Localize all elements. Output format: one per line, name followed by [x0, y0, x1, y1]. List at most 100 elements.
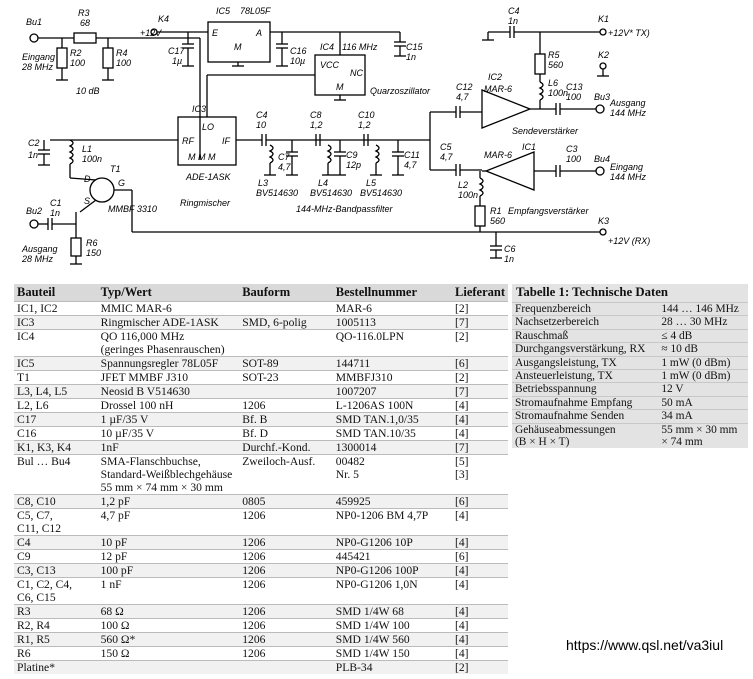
- lbl-eingang28: Eingang: [22, 52, 55, 62]
- lbl-nc: NC: [350, 68, 363, 78]
- cell-bauteil: R1, R5: [14, 632, 98, 647]
- lbl-l3v: BV514630: [256, 188, 298, 198]
- lbl-r2: R2: [70, 48, 82, 58]
- tech-key: Frequenzbereich: [512, 301, 659, 316]
- lbl-c15: C15: [406, 42, 424, 52]
- cell-bauform: SMD, 6-polig: [239, 315, 333, 330]
- col-bauteil: Bauteil: [14, 284, 98, 302]
- cell-typ: 150 Ω: [97, 646, 240, 661]
- lbl-ic4: IC4: [320, 42, 334, 52]
- cell-lieferant: [6]: [452, 494, 508, 509]
- lbl-ausgang28: Ausgang: [21, 244, 58, 254]
- cell-bauform: 1206: [239, 508, 333, 536]
- lbl-c10: C10: [358, 110, 375, 120]
- tech-key: Gehäuseabmessungen(B × H × T): [512, 422, 659, 449]
- cell-bestellnummer: SMD TAN.1,0/35: [332, 412, 453, 427]
- lbl-r1v: 560: [490, 216, 505, 226]
- tech-row: Gehäuseabmessungen(B × H × T)55 mm × 30 …: [512, 422, 748, 449]
- lbl-r3v: 68: [80, 18, 90, 28]
- cell-bauform: [239, 384, 333, 399]
- source-url: https://www.qsl.net/va3iul: [566, 637, 724, 653]
- cell-bestellnummer: SMD 1/4W 150: [332, 646, 453, 661]
- lbl-ade: ADE-1ASK: [185, 172, 232, 182]
- cell-bauteil: K1, K3, K4: [14, 440, 98, 455]
- cell-typ: 10 pF: [97, 535, 240, 550]
- lbl-a: A: [255, 28, 262, 38]
- cell-bauform: [239, 301, 333, 316]
- cell-bestellnummer: NP0-G1206 10P: [332, 535, 453, 550]
- lbl-s: S: [84, 196, 90, 206]
- lbl-e: E: [212, 28, 219, 38]
- lbl-c5v: 4,7: [440, 152, 454, 162]
- lbl-c3: C3: [566, 144, 578, 154]
- cell-typ: Neosid B V514630: [97, 384, 240, 399]
- lbl-ausgang144: Ausgang: [609, 98, 646, 108]
- tech-key: Stromaufnahme Empfang: [512, 395, 659, 410]
- lbl-c9: C9: [346, 150, 358, 160]
- lbl-r4v: 100: [116, 58, 131, 68]
- lbl-l4: L4: [318, 178, 328, 188]
- lbl-c11: C11: [404, 150, 420, 160]
- lbl-c2: C2: [28, 138, 40, 148]
- cell-bestellnummer: SMD 1/4W 560: [332, 632, 453, 647]
- cell-bauteil: L2, L6: [14, 398, 98, 413]
- tech-value: ≈ 10 dB: [658, 342, 748, 357]
- cell-bestellnummer: 1300014: [332, 440, 453, 455]
- cell-lieferant: [6]: [452, 549, 508, 564]
- lbl-r6v: 150: [86, 248, 101, 258]
- lbl-c17: C17: [168, 46, 186, 56]
- lbl-ic2: IC2: [488, 72, 502, 82]
- tech-key: Durchgangsverstärkung, RX: [512, 342, 659, 357]
- lbl-t1: T1: [110, 164, 121, 174]
- cell-typ: JFET MMBF J310: [97, 370, 240, 385]
- cell-bauteil: IC5: [14, 356, 98, 371]
- tech-value: 55 mm × 30 mm× 74 mm: [658, 422, 748, 449]
- lbl-eingang144: Eingang: [610, 162, 643, 172]
- tech-value: 50 mA: [658, 395, 748, 410]
- lbl-ic4f: 116 MHz: [342, 42, 378, 52]
- cell-typ: Drossel 100 nH: [97, 398, 240, 413]
- lbl-c13v: 100: [566, 92, 581, 102]
- cell-lieferant: [7]: [452, 440, 508, 455]
- cell-lieferant: [4]: [452, 398, 508, 413]
- cell-bauteil: C17: [14, 412, 98, 427]
- cell-lieferant: [4]: [452, 604, 508, 619]
- cell-typ: 560 Ω*: [97, 632, 240, 647]
- tech-key: Stromaufnahme Senden: [512, 409, 659, 424]
- tech-value: 12 V: [658, 382, 748, 397]
- cell-bauteil: C9: [14, 549, 98, 564]
- lbl-c15v: 1n: [406, 52, 416, 62]
- lbl-c4v: 10: [256, 120, 266, 130]
- lbl-l1v: 100n: [82, 154, 102, 164]
- lbl-c1: C1: [50, 198, 62, 208]
- cell-bauteil: IC1, IC2: [14, 301, 98, 316]
- tech-row: Durchgangsverstärkung, RX≈ 10 dB: [512, 342, 748, 357]
- lbl-ic1: IC1: [522, 142, 536, 152]
- lbl-mar6a: MAR-6: [484, 84, 512, 94]
- cell-bauteil: C5, C7,C11, C12: [14, 508, 98, 536]
- cell-bestellnummer: SMD 1/4W 100: [332, 618, 453, 633]
- cell-typ: SMA-Flanschbuchse,Standard-Weißblechgehä…: [97, 454, 240, 495]
- lbl-l5v: BV514630: [360, 188, 402, 198]
- lbl-10db: 10 dB: [76, 86, 100, 96]
- lbl-r3: R3: [78, 8, 90, 18]
- cell-typ: Spannungsregler 78L05F: [97, 356, 240, 371]
- cell-bestellnummer: 459925: [332, 494, 453, 509]
- lbl-sendev: Sendeverstärker: [512, 126, 579, 136]
- lbl-ringm: Ringmischer: [180, 198, 231, 208]
- lbl-k2: K2: [598, 50, 609, 60]
- cell-bestellnummer: PLB-34: [332, 660, 453, 674]
- cell-bestellnummer: 445421: [332, 549, 453, 564]
- lbl-bu1: Bu1: [26, 17, 42, 27]
- lbl-c4: C4: [256, 110, 268, 120]
- cell-bauteil: R6: [14, 646, 98, 661]
- cell-lieferant: [2]: [452, 370, 508, 385]
